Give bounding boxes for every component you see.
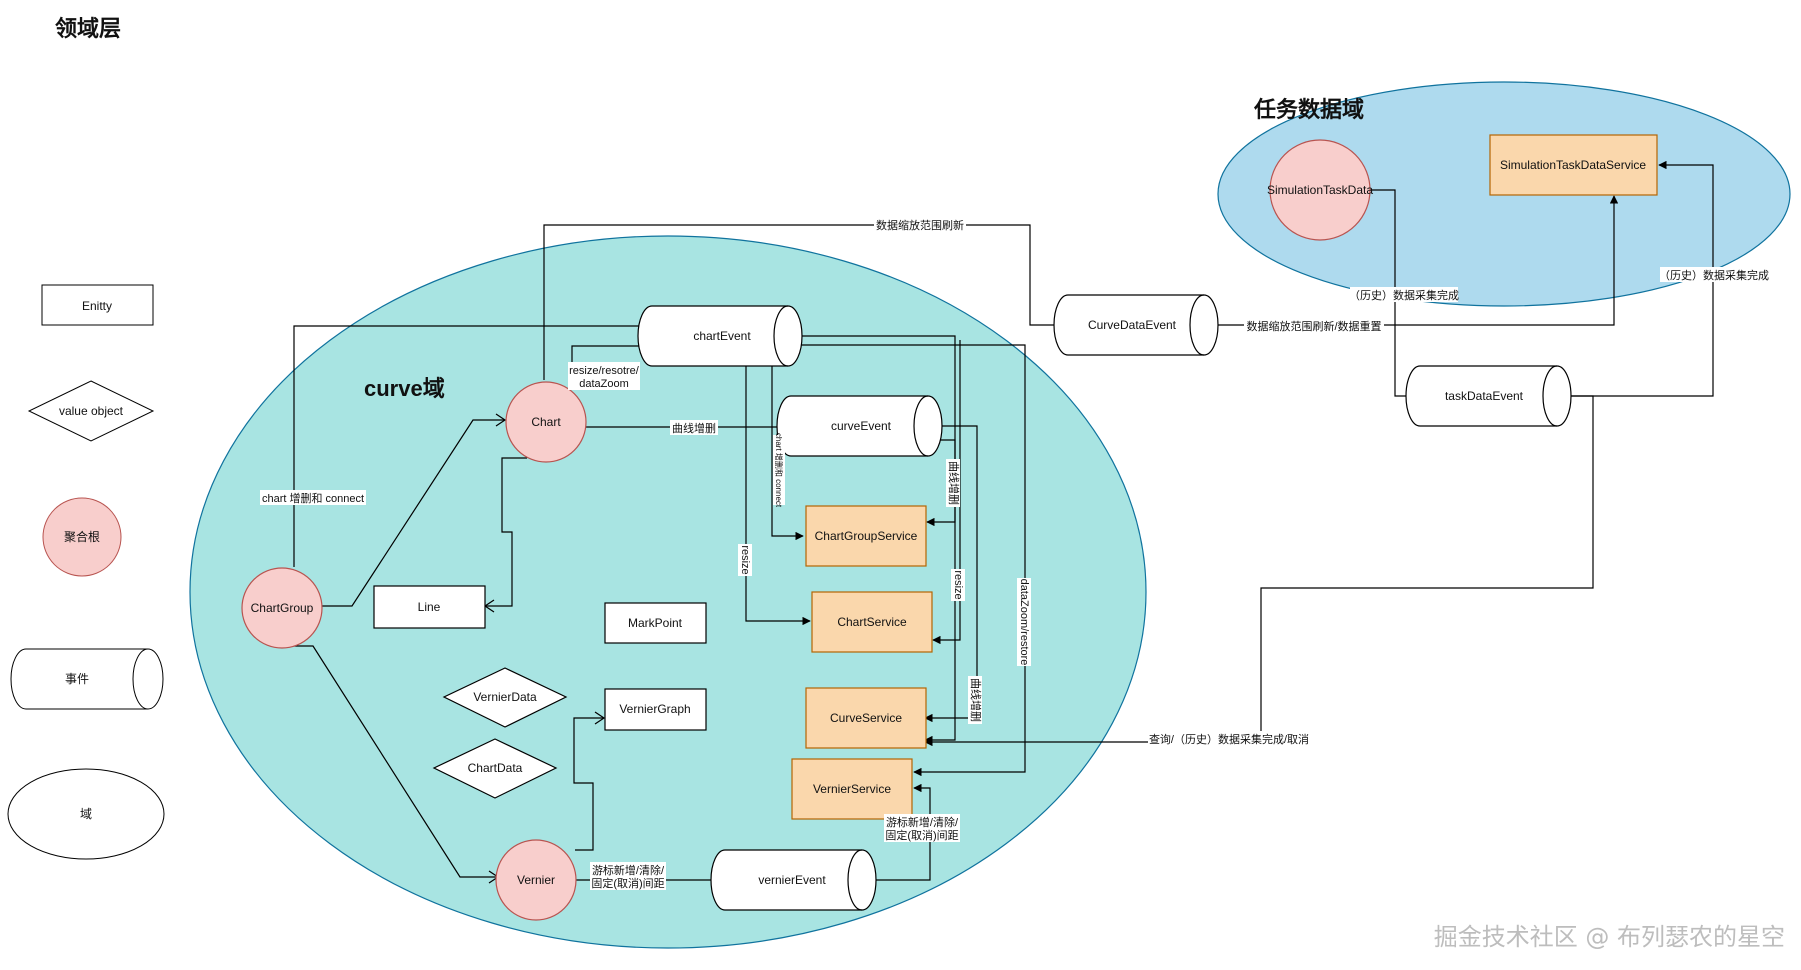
legend-event-cylinder — [10, 648, 164, 710]
service-VernierService: VernierService — [791, 758, 913, 820]
service-ChartGroupService: ChartGroupService — [805, 505, 927, 567]
entity-Line-label: Line — [418, 600, 441, 614]
aggregate-Vernier: Vernier — [495, 839, 577, 921]
entity-MarkPoint: MarkPoint — [604, 602, 707, 644]
aggregate-ChartGroup: ChartGroup — [241, 567, 323, 649]
legend-aggregate-label: 聚合根 — [64, 529, 100, 544]
label-vernier-op1-1: 游标新增/清除/ — [592, 863, 665, 877]
watermark: 掘金技术社区 @ 布列瑟农的星空 — [1434, 923, 1785, 951]
value-ChartData-label: ChartData — [468, 761, 523, 775]
edge-chartevent-to-chartgroupservice — [771, 366, 804, 541]
label-chart-add-del-connect-vertical: chart 增删和 connect — [774, 433, 784, 508]
label-chart-add-del-connect: chart 增删和 connect — [262, 491, 364, 505]
event-CurveDataEvent: CurveDataEvent — [1053, 294, 1219, 356]
label-resize-right: resize — [952, 570, 964, 599]
service-CurveService: CurveService — [805, 687, 927, 749]
legend-domain-ellipse — [7, 768, 165, 860]
legend-entity-label: Enitty — [82, 299, 112, 313]
event-chartEvent-label: chartEvent — [693, 329, 751, 343]
event-vernierEvent: vernierEvent — [710, 849, 877, 911]
service-ChartService: ChartService — [811, 591, 933, 653]
service-SimulationTaskDataService: SimulationTaskDataService — [1489, 134, 1658, 196]
edge-chartgroup-to-vernier — [282, 645, 498, 878]
legend-value-object-label: value object — [59, 404, 124, 418]
label-vernier-op2-2: 固定(取消)间距 — [885, 828, 958, 842]
label-vernier-op1-2: 固定(取消)间距 — [591, 876, 664, 890]
label-bg-resize-restore — [568, 362, 640, 390]
service-ChartGroupService-label: ChartGroupService — [815, 529, 918, 543]
edge-chart-to-curvedataevent — [543, 224, 1069, 380]
page-title: 领域层 — [55, 16, 121, 41]
legend: Enitty value object 聚合根 事件 域 — [7, 284, 165, 860]
event-vernierEvent-label: vernierEvent — [758, 873, 826, 887]
label-zoom-refresh-reset: 数据缩放范围刷新/数据重置 — [1246, 319, 1381, 333]
entity-VernierGraph: VernierGraph — [604, 688, 707, 731]
aggregate-SimulationTaskData-label: SimulationTaskData — [1267, 183, 1373, 197]
edge-chartevent-to-chartservice-right — [932, 340, 961, 645]
aggregate-Chart-label: Chart — [531, 415, 561, 429]
event-curveEvent-label: curveEvent — [831, 419, 892, 433]
service-SimulationTaskDataService-label: SimulationTaskDataService — [1500, 158, 1646, 172]
task-domain-label: 任务数据域 — [1253, 97, 1364, 122]
value-VernierData-label: VernierData — [473, 690, 537, 704]
legend-aggregate-circle — [42, 497, 122, 577]
label-bg-chart-add-del-connect — [260, 490, 366, 505]
label-bg-curve-add-del — [670, 420, 718, 435]
service-ChartService-label: ChartService — [837, 615, 907, 629]
aggregate-Vernier-label: Vernier — [517, 873, 555, 887]
label-curve-add-del: 曲线增删 — [672, 421, 716, 435]
event-taskDataEvent: taskDataEvent — [1405, 365, 1572, 427]
legend-entity-box — [41, 284, 154, 326]
label-resize-left: resize — [739, 545, 751, 574]
event-taskDataEvent-label: taskDataEvent — [1445, 389, 1524, 403]
edge-chartevent-to-chartservice-resize — [745, 352, 811, 626]
label-history-collect-right: （历史）数据采集完成 — [1659, 268, 1769, 282]
label-bg-history-collect-right — [1660, 267, 1768, 282]
legend-event-label: 事件 — [65, 672, 89, 686]
label-bg-history-collect-left — [1350, 287, 1458, 302]
curve-domain-label: curve域 — [364, 376, 445, 401]
edge-chartevent-to-curveservice — [800, 335, 956, 745]
edge-chartgroup-to-chartevent — [293, 321, 653, 567]
label-bg-zoom-refresh-reset — [1244, 318, 1384, 333]
label-zoom-refresh-top: 数据缩放范围刷新 — [876, 218, 964, 232]
entity-MarkPoint-label: MarkPoint — [628, 616, 683, 630]
label-bg-zoom-refresh-top — [874, 217, 966, 232]
aggregate-Chart: Chart — [505, 381, 587, 463]
edge-labels: 数据缩放范围刷新 数据缩放范围刷新/数据重置 resize/resotre/ d… — [260, 217, 1769, 890]
entity-VernierGraph-label: VernierGraph — [619, 702, 690, 716]
label-bg-query-history — [1148, 731, 1310, 746]
service-VernierService-label: VernierService — [813, 782, 891, 796]
edge-vernier-to-verniergraph — [573, 717, 604, 851]
entity-Line: Line — [373, 585, 486, 629]
service-CurveService-label: CurveService — [830, 711, 902, 725]
label-curve-add-del-v2: 曲线增删 — [969, 678, 983, 722]
legend-value-object-diamond — [27, 380, 155, 442]
label-query-history: 查询/（历史）数据采集完成/取消 — [1149, 732, 1309, 746]
label-vernier-op2-1: 游标新增/清除/ — [886, 815, 959, 829]
aggregate-SimulationTaskData: SimulationTaskData — [1267, 139, 1373, 241]
label-bg-vernier-op1 — [590, 862, 666, 890]
label-resize-restore-2: dataZoom — [579, 378, 629, 390]
edge-chartevent-to-vernierservice — [800, 344, 1026, 777]
label-resize-restore-1: resize/resotre/ — [569, 365, 640, 377]
event-curveEvent: curveEvent — [776, 395, 943, 457]
label-datazoom-restore: dataZoom/restore — [1018, 579, 1030, 666]
label-history-collect-left: （历史）数据采集完成 — [1349, 288, 1459, 302]
edge-chart-to-line — [485, 457, 527, 607]
label-curve-add-del-v1: 曲线增删 — [947, 461, 961, 505]
legend-domain-label: 域 — [80, 807, 92, 821]
aggregate-ChartGroup-label: ChartGroup — [251, 601, 314, 615]
value-ChartData: ChartData — [432, 738, 558, 799]
event-chartEvent: chartEvent — [637, 305, 803, 367]
event-CurveDataEvent-label: CurveDataEvent — [1088, 318, 1177, 332]
value-VernierData: VernierData — [442, 667, 568, 728]
label-bg-vernier-op2 — [884, 814, 960, 842]
